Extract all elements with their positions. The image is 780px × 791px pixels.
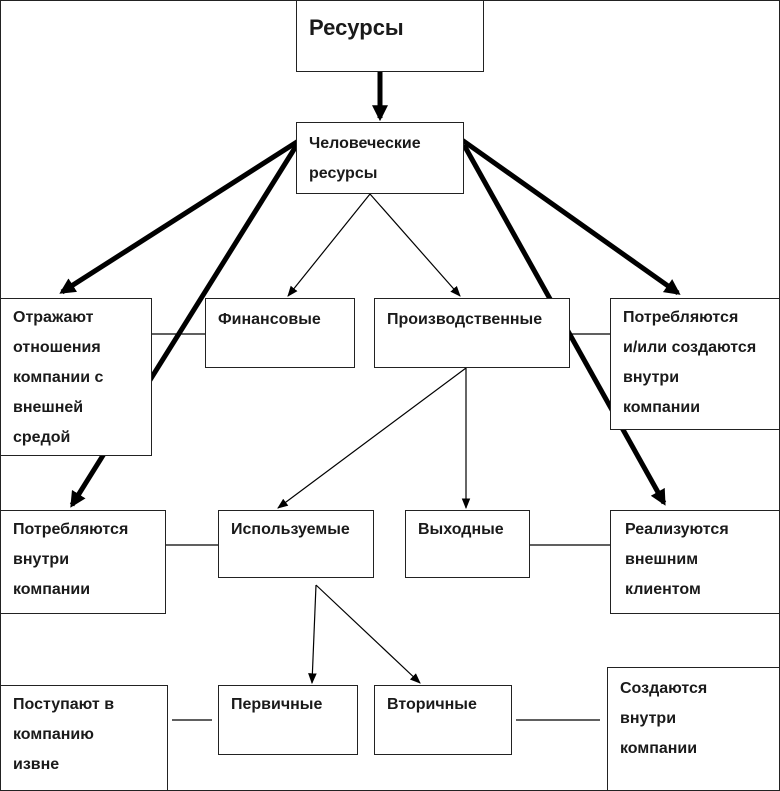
- node-label-line: Создаются: [620, 680, 708, 697]
- node-label-line: внутри: [623, 369, 680, 386]
- node-label-line: внутри: [13, 551, 70, 568]
- node-label-line: Используемые: [231, 521, 350, 538]
- node-label-line: и/или создаются: [623, 339, 757, 356]
- node-label-line: ресурсы: [309, 165, 378, 182]
- node-label-line: Финансовые: [218, 311, 321, 328]
- node-label-line: извне: [13, 756, 60, 773]
- node-label-line: компанию: [13, 726, 94, 743]
- node-label-line: средой: [13, 429, 71, 446]
- arrow-used-to-primary: [308, 584, 317, 685]
- arrow-human-to-consumed-created: [460, 137, 681, 296]
- node-enter-from-outside: Поступают в компанию извне: [0, 685, 168, 791]
- node-label-line: Потребляются: [13, 521, 129, 538]
- arrow-production-to-used: [277, 367, 467, 509]
- node-label-line: компании: [13, 581, 91, 598]
- node-resources-label: Ресурсы: [309, 15, 404, 40]
- arrow-used-to-secondary: [315, 584, 421, 684]
- node-label-line: клиентом: [625, 581, 701, 598]
- node-label-line: внешним: [625, 551, 699, 568]
- node-label-line: Выходные: [418, 521, 504, 538]
- node-label-line: отношения: [13, 339, 101, 356]
- node-label-line: Производственные: [387, 311, 543, 328]
- node-label-line: Потребляются: [623, 309, 739, 326]
- arrow-human-to-financial: [287, 193, 371, 297]
- node-label-line: компании: [620, 740, 698, 757]
- node-label-line: Первичные: [231, 696, 323, 713]
- node-production: Производственные: [374, 298, 570, 368]
- node-secondary: Вторичные: [374, 685, 512, 755]
- node-primary: Первичные: [218, 685, 358, 755]
- node-label-line: Человеческие: [309, 135, 421, 152]
- node-consumed-inside: Потребляются внутри компании: [0, 510, 166, 614]
- node-resources: Ресурсы: [296, 0, 484, 72]
- node-label-line: внутри: [620, 710, 677, 727]
- node-consumed-created-inside: Потребляются и/или создаются внутри комп…: [610, 298, 780, 430]
- node-financial: Финансовые: [205, 298, 355, 368]
- node-label-line: компании с: [13, 369, 104, 386]
- node-label-line: Поступают в: [13, 696, 115, 713]
- arrow-human-to-reflect: [59, 137, 302, 295]
- node-label-line: Вторичные: [387, 696, 477, 713]
- node-label-line: внешней: [13, 399, 84, 416]
- node-created-inside: Создаются внутри компании: [607, 667, 780, 791]
- node-label-line: Отражают: [13, 309, 94, 326]
- node-label-line: Реализуются: [625, 521, 729, 538]
- arrow-human-to-production: [369, 193, 461, 297]
- node-output: Выходные: [405, 510, 530, 578]
- node-label-line: компании: [623, 399, 701, 416]
- node-sold-external: Реализуются внешним клиентом: [610, 510, 780, 614]
- node-used: Используемые: [218, 510, 374, 578]
- node-reflect-relations: Отражают отношения компании с внешней ср…: [0, 298, 152, 456]
- node-human-resources: Человеческие ресурсы: [296, 122, 464, 194]
